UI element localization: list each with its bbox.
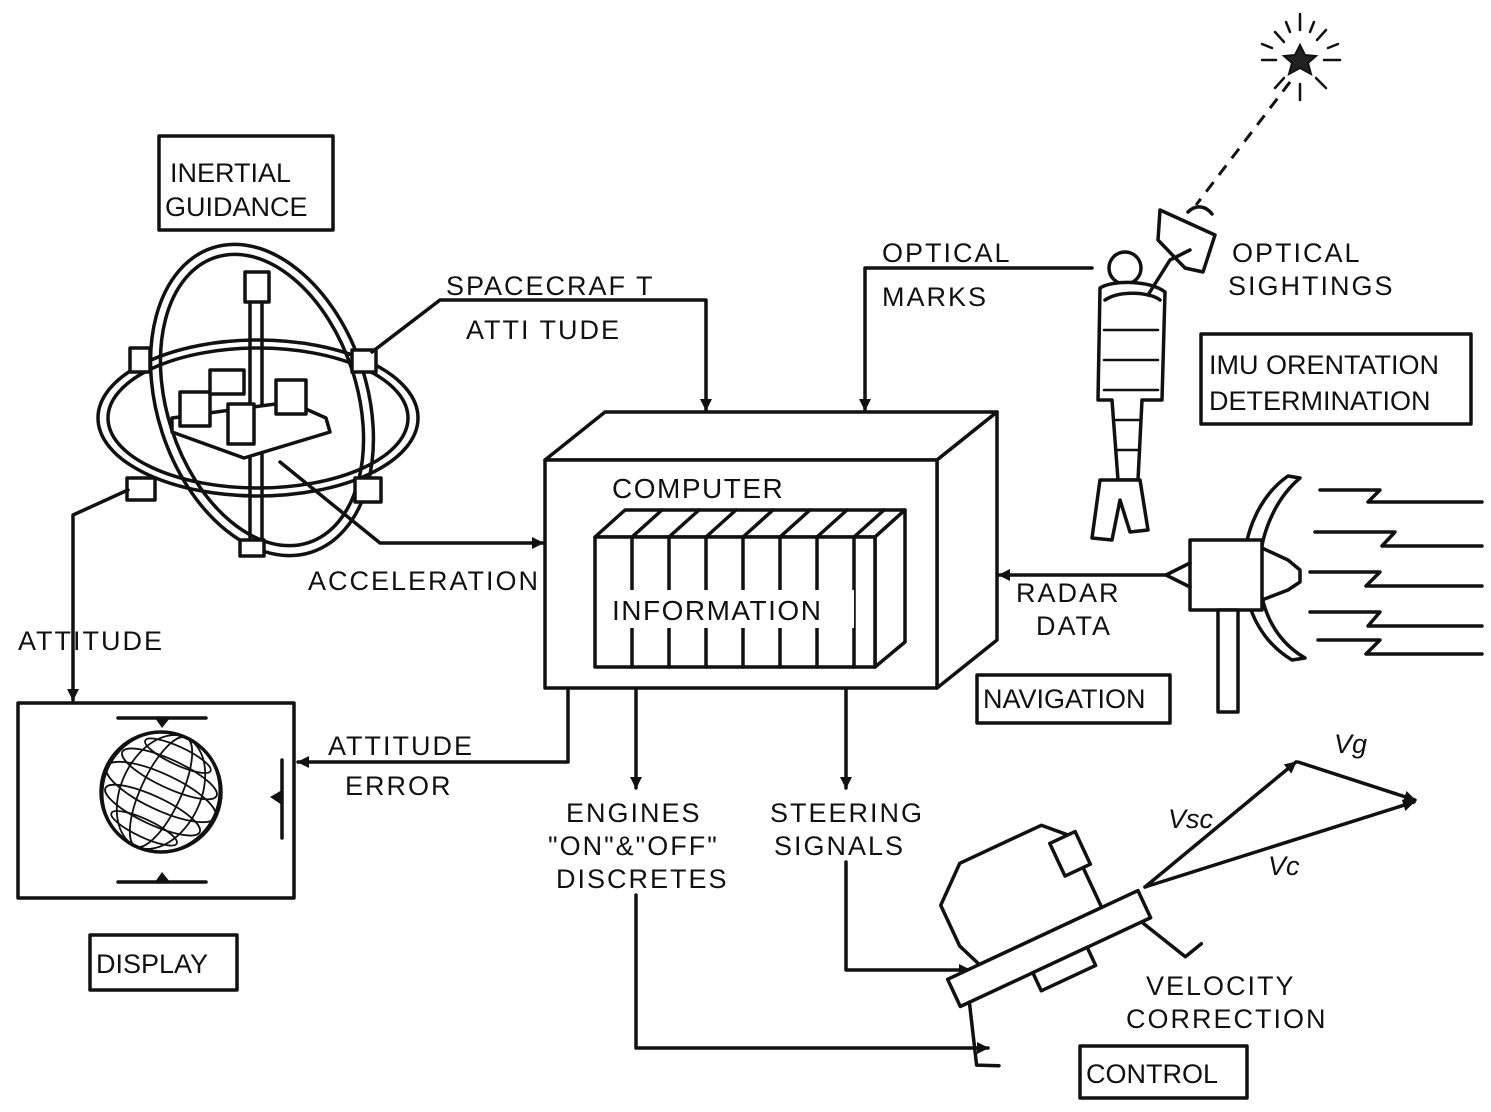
attitude-error-line2: ERROR: [345, 771, 453, 801]
steering-line1: STEERING: [770, 798, 924, 828]
sight-line: [1196, 82, 1290, 205]
acceleration-label: ACCELERATION: [308, 566, 540, 596]
inertial-guidance-line2: GUIDANCE: [165, 192, 308, 222]
optical-marks-line2: MARKS: [882, 282, 988, 312]
attitude-arrow: [73, 490, 128, 700]
velocity-correction-line1: VELOCITY: [1146, 971, 1296, 1001]
attitude-ball-icon: [83, 713, 239, 871]
navigation-label: NAVIGATION: [983, 684, 1146, 714]
radar-data-line1: RADAR: [1016, 578, 1121, 608]
computer-title: COMPUTER: [612, 473, 784, 504]
inertial-guidance-line1: INERTIAL: [170, 158, 291, 188]
imu-orientation-line1: IMU ORENTATION: [1209, 350, 1439, 380]
radar-dish-icon: [1166, 476, 1482, 712]
display-label: DISPLAY: [96, 949, 208, 979]
engines-line1: ENGINES: [566, 798, 702, 828]
inertial-guidance-box: INERTIAL GUIDANCE: [159, 136, 333, 230]
engines-line2: "ON"&"OFF": [548, 831, 719, 861]
velocity-vectors: Vg Vsc Vc: [1145, 729, 1415, 887]
navigation-box: NAVIGATION: [977, 675, 1170, 723]
control-label: CONTROL: [1086, 1059, 1218, 1089]
attitude-label: ATTITUDE: [18, 626, 164, 656]
imu-orientation-box: IMU ORENTATION DETERMINATION: [1201, 334, 1471, 424]
computer-box: COMPUTER INFORMATION: [545, 412, 997, 688]
imu-orientation-line2: DETERMINATION: [1209, 386, 1431, 416]
gimbal-icon: [98, 215, 418, 584]
radar-data-line2: DATA: [1036, 611, 1112, 641]
spacecraft-attitude-line1: SPACECRAF T: [446, 271, 655, 301]
star-icon: [1262, 14, 1340, 100]
astronaut-sextant-icon: [1092, 207, 1215, 540]
optical-sightings-line1: OPTICAL: [1232, 238, 1362, 268]
spacecraft-attitude-line2: ATTI TUDE: [466, 315, 621, 345]
attitude-error-line1: ATTITUDE: [328, 731, 474, 761]
optical-marks-line1: OPTICAL: [882, 238, 1012, 268]
vg-label: Vg: [1334, 729, 1367, 759]
optical-sightings-line2: SIGHTINGS: [1228, 271, 1395, 301]
velocity-correction-line2: CORRECTION: [1126, 1004, 1328, 1034]
steering-line2: SIGNALS: [774, 831, 905, 861]
acceleration-arrow: [280, 462, 543, 543]
display-box: DISPLAY: [90, 935, 237, 990]
engines-line3: DISCRETES: [556, 864, 729, 894]
vsc-label: Vsc: [1168, 804, 1214, 834]
control-box: CONTROL: [1080, 1046, 1247, 1098]
vc-label: Vc: [1268, 851, 1300, 881]
computer-information: INFORMATION: [612, 595, 822, 626]
